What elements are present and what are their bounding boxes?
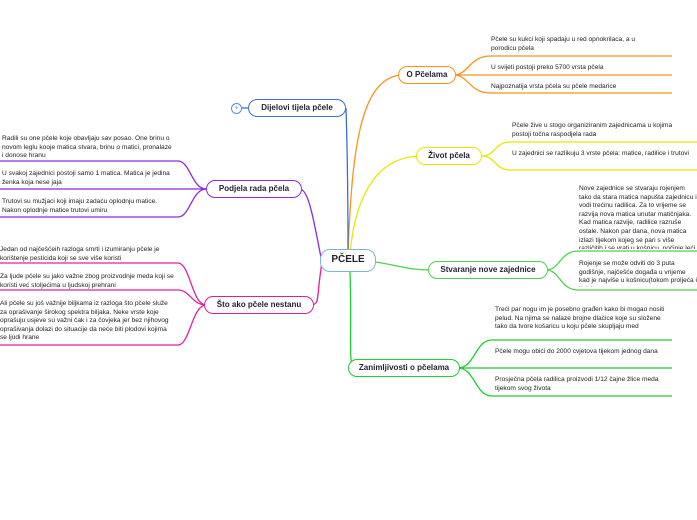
leaf-o-pcelama-3: Najpoznatija vrsta pčela su pčele medari… [491,83,617,90]
topic-zanimljivosti[interactable]: Zanimljivosti o pčelama [348,359,460,377]
topic-dijelovi-tijela[interactable]: Dijelovi tijela pčele [248,99,346,117]
central-topic[interactable]: PČELE [320,249,376,272]
leaf-sto-ako-3: Ali pčele su još važnije biljkama iz raz… [0,300,169,342]
topic-podjela-rada[interactable]: Podjela rada pčela [206,180,302,198]
leaf-o-pcelama-2: U svijeti postoji preko 5700 vrsta pčela [491,64,604,71]
topic-stvaranje-nove-zajednice[interactable]: Stvaranje nove zajednice [428,261,548,279]
leaf-podjela-1: Radili su one pčele koje obavljaju sav p… [2,135,172,160]
leaf-zanimljivosti-1: Treći par nogu im je posebno građen kako… [495,306,665,331]
leaf-zanimljivosti-2: Pčele mogu obići do 2000 cvjetova tijeko… [495,348,658,355]
leaf-podjela-2: U svakoj zajednici postoji samo 1 matica… [2,170,170,186]
leaf-zanimljivosti-3: Prosječna pčela radilica proizvodi 1/12 … [495,376,659,392]
leaf-podjela-3: Trutovi su mužjaci koji imaju zadaću opl… [2,198,158,214]
leaf-sto-ako-2: Za ljude pčele su jako važne zbog proizv… [0,273,174,289]
topic-sto-ako-pcele-nestanu[interactable]: Što ako pčele nestanu [204,296,314,314]
leaf-zivot-2: U zajednici se razlikuju 3 vrste pčela: … [512,150,690,157]
leaf-sto-ako-1: Jedan od najčešćeih razloga smrti i izum… [0,246,160,262]
topic-o-pcelama[interactable]: O Pčelama [398,66,456,84]
leaf-stvaranje-2: Rojenje se može odviti do 3 puta godišnj… [579,260,697,287]
leaf-stvaranje-1: Nove zajednice se stvaraju rojenjem tako… [579,185,697,249]
expand-icon[interactable]: + [231,103,242,114]
leaf-zivot-1: Pčele žive u stogo organiziranim zajedni… [512,122,673,138]
leaf-o-pcelama-1: Pčele su kukci koji spadaju u red opnokr… [491,36,636,52]
topic-zivot-pcela[interactable]: Život pčela [416,147,482,165]
